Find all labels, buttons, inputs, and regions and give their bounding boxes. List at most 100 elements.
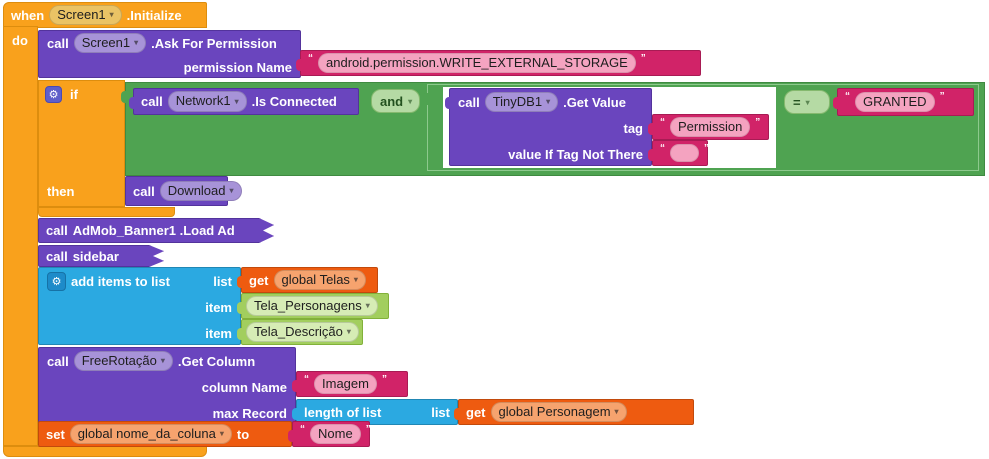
when-component-dropdown[interactable]: Screen1 ▾ <box>49 4 122 26</box>
nome-text-field[interactable]: Nome <box>310 423 361 445</box>
variable-name: global nome_da_coluna <box>77 425 216 441</box>
variable-name: global Telas <box>281 271 350 287</box>
open-quote-icon: “ <box>304 374 309 385</box>
default-param-label: value If Tag Not There <box>508 146 643 162</box>
chevron-down-icon: ▾ <box>160 356 165 365</box>
call-keyword: call <box>458 94 480 110</box>
when-screen-initialize-block[interactable]: when Screen1 ▾ .Initialize <box>3 2 207 28</box>
tag-param-label: tag <box>623 120 644 136</box>
get-global-telas-block[interactable]: get global Telas ▾ <box>237 267 378 293</box>
empty-text-field[interactable] <box>670 144 699 162</box>
chevron-down-icon: ▾ <box>805 97 810 107</box>
screen-name-dropdown[interactable]: Tela_Descrição ▾ <box>246 321 359 343</box>
granted-text-field[interactable]: GRANTED <box>855 91 935 113</box>
ask-for-permission-block[interactable]: call Screen1 ▾ .Ask For Permission permi… <box>38 30 301 78</box>
network-is-connected-block[interactable]: call Network1 ▾ .Is Connected <box>129 88 359 115</box>
close-quote-icon: ” <box>381 374 387 385</box>
network-component-dropdown[interactable]: Network1 ▾ <box>167 91 247 112</box>
permission-text-value: android.permission.WRITE_EXTERNAL_STORAG… <box>326 54 628 70</box>
call-keyword: call <box>141 94 163 109</box>
permission-text-block[interactable]: “ android.permission.WRITE_EXTERNAL_STOR… <box>296 50 701 76</box>
tinydb-component-dropdown[interactable]: TinyDB1 ▾ <box>484 91 559 113</box>
and-operator-label: and <box>380 93 404 109</box>
permission-name-param-label: permission Name <box>183 59 292 75</box>
if-label: if <box>70 87 78 102</box>
open-quote-icon: “ <box>308 53 313 64</box>
chevron-down-icon: ▾ <box>408 96 413 106</box>
call-keyword: call <box>47 35 69 51</box>
chevron-down-icon: ▾ <box>614 407 619 416</box>
nome-da-coluna-variable-dropdown[interactable]: global nome_da_coluna ▾ <box>69 423 232 445</box>
method-name: .Get Column <box>177 353 256 369</box>
chevron-down-icon: ▾ <box>346 327 351 336</box>
imagem-text-field[interactable]: Imagem <box>314 373 377 395</box>
tag-text-block[interactable]: “ Permission ” <box>648 114 769 140</box>
granted-text-value: GRANTED <box>863 93 927 109</box>
and-operator-dropdown[interactable]: and ▾ <box>371 89 420 113</box>
tela-descricao-screen-block[interactable]: Tela_Descrição ▾ <box>237 319 363 345</box>
screen-name-dropdown[interactable]: Tela_Personagens ▾ <box>246 295 378 317</box>
length-of-list-label: length of list <box>304 404 382 420</box>
list-param-label: list <box>213 273 232 289</box>
granted-text-block[interactable]: “ GRANTED ” <box>833 88 974 116</box>
open-quote-icon: “ <box>660 117 665 128</box>
open-quote-icon: “ <box>300 424 305 435</box>
mutator-gear-icon[interactable]: ⚙ <box>45 86 62 103</box>
set-global-nome-da-coluna-block[interactable]: set global nome_da_coluna ▾ to <box>38 421 292 447</box>
nome-text-value: Nome <box>318 425 353 441</box>
screen-name: Tela_Descrição <box>254 323 343 339</box>
add-items-label: add items to list <box>71 273 170 289</box>
sidebar-collapsed-block[interactable]: call sidebar <box>38 245 164 267</box>
chevron-down-icon: ▾ <box>134 38 139 47</box>
max-record-param-label: max Record <box>212 405 287 421</box>
get-keyword: get <box>466 404 486 420</box>
if-block-bottom-bar[interactable] <box>38 207 175 217</box>
call-keyword: call <box>133 183 155 199</box>
freerotacao-component-dropdown[interactable]: FreeRotação ▾ <box>73 350 173 372</box>
call-keyword: call <box>47 353 69 369</box>
download-procedure-dropdown[interactable]: Download ▾ <box>159 180 242 202</box>
chevron-down-icon: ▾ <box>546 97 551 106</box>
permission-text-field[interactable]: android.permission.WRITE_EXTERNAL_STORAG… <box>318 52 636 74</box>
mutator-gear-icon[interactable]: ⚙ <box>47 271 66 291</box>
tag-text-field[interactable]: Permission <box>670 116 751 138</box>
component-name: Screen1 <box>81 34 131 50</box>
empty-text-block[interactable]: “ ” <box>648 140 709 166</box>
to-keyword: to <box>236 426 250 442</box>
do-label: do <box>12 33 28 48</box>
screen-name: Tela_Personagens <box>254 297 362 313</box>
get-global-personagem-block[interactable]: get global Personagem ▾ <box>454 399 694 425</box>
global-telas-variable-dropdown[interactable]: global Telas ▾ <box>273 269 366 291</box>
nome-text-block[interactable]: “ Nome ” <box>288 421 371 447</box>
when-keyword: when <box>11 7 45 23</box>
column-name-param-label: column Name <box>201 379 287 395</box>
procedure-name: Download <box>167 182 226 198</box>
sidebar-collapsed-label: sidebar <box>72 248 119 264</box>
chevron-down-icon: ▾ <box>234 96 239 106</box>
imagem-text-block[interactable]: “ Imagem ” <box>292 371 408 397</box>
chevron-down-icon: ▾ <box>229 186 234 195</box>
when-block-bottom-bar[interactable] <box>3 446 207 457</box>
add-items-to-list-block[interactable]: ⚙ add items to list list item item <box>38 267 241 345</box>
close-quote-icon: ” <box>939 91 945 102</box>
admob-load-ad-collapsed-block[interactable]: call AdMob_Banner1 .Load Ad <box>38 218 274 243</box>
close-quote-icon: ” <box>704 143 709 154</box>
equals-operator-dropdown[interactable]: = ▾ <box>784 90 830 114</box>
get-keyword: get <box>249 272 269 288</box>
when-event-name: .Initialize <box>126 7 182 23</box>
imagem-text-value: Imagem <box>322 375 369 391</box>
chevron-down-icon: ▾ <box>353 275 358 284</box>
method-name: .Get Value <box>563 94 626 110</box>
tela-personagens-screen-block[interactable]: Tela_Personagens ▾ <box>237 293 389 319</box>
freerotacao-get-column-block[interactable]: call FreeRotação ▾ .Get Column column Na… <box>38 347 296 425</box>
when-block-left-column[interactable] <box>3 26 38 446</box>
length-of-list-block[interactable]: length of list list <box>292 399 458 425</box>
ask-permission-component-dropdown[interactable]: Screen1 ▾ <box>73 32 147 54</box>
close-quote-icon: ” <box>755 117 761 128</box>
call-keyword: call <box>46 248 68 264</box>
global-personagem-variable-dropdown[interactable]: global Personagem ▾ <box>490 401 627 423</box>
tinydb-get-value-block[interactable]: call TinyDB1 ▾ .Get Value tag value If T… <box>445 88 652 166</box>
open-quote-icon: “ <box>845 91 850 102</box>
call-download-block[interactable]: call Download ▾ <box>125 176 242 206</box>
